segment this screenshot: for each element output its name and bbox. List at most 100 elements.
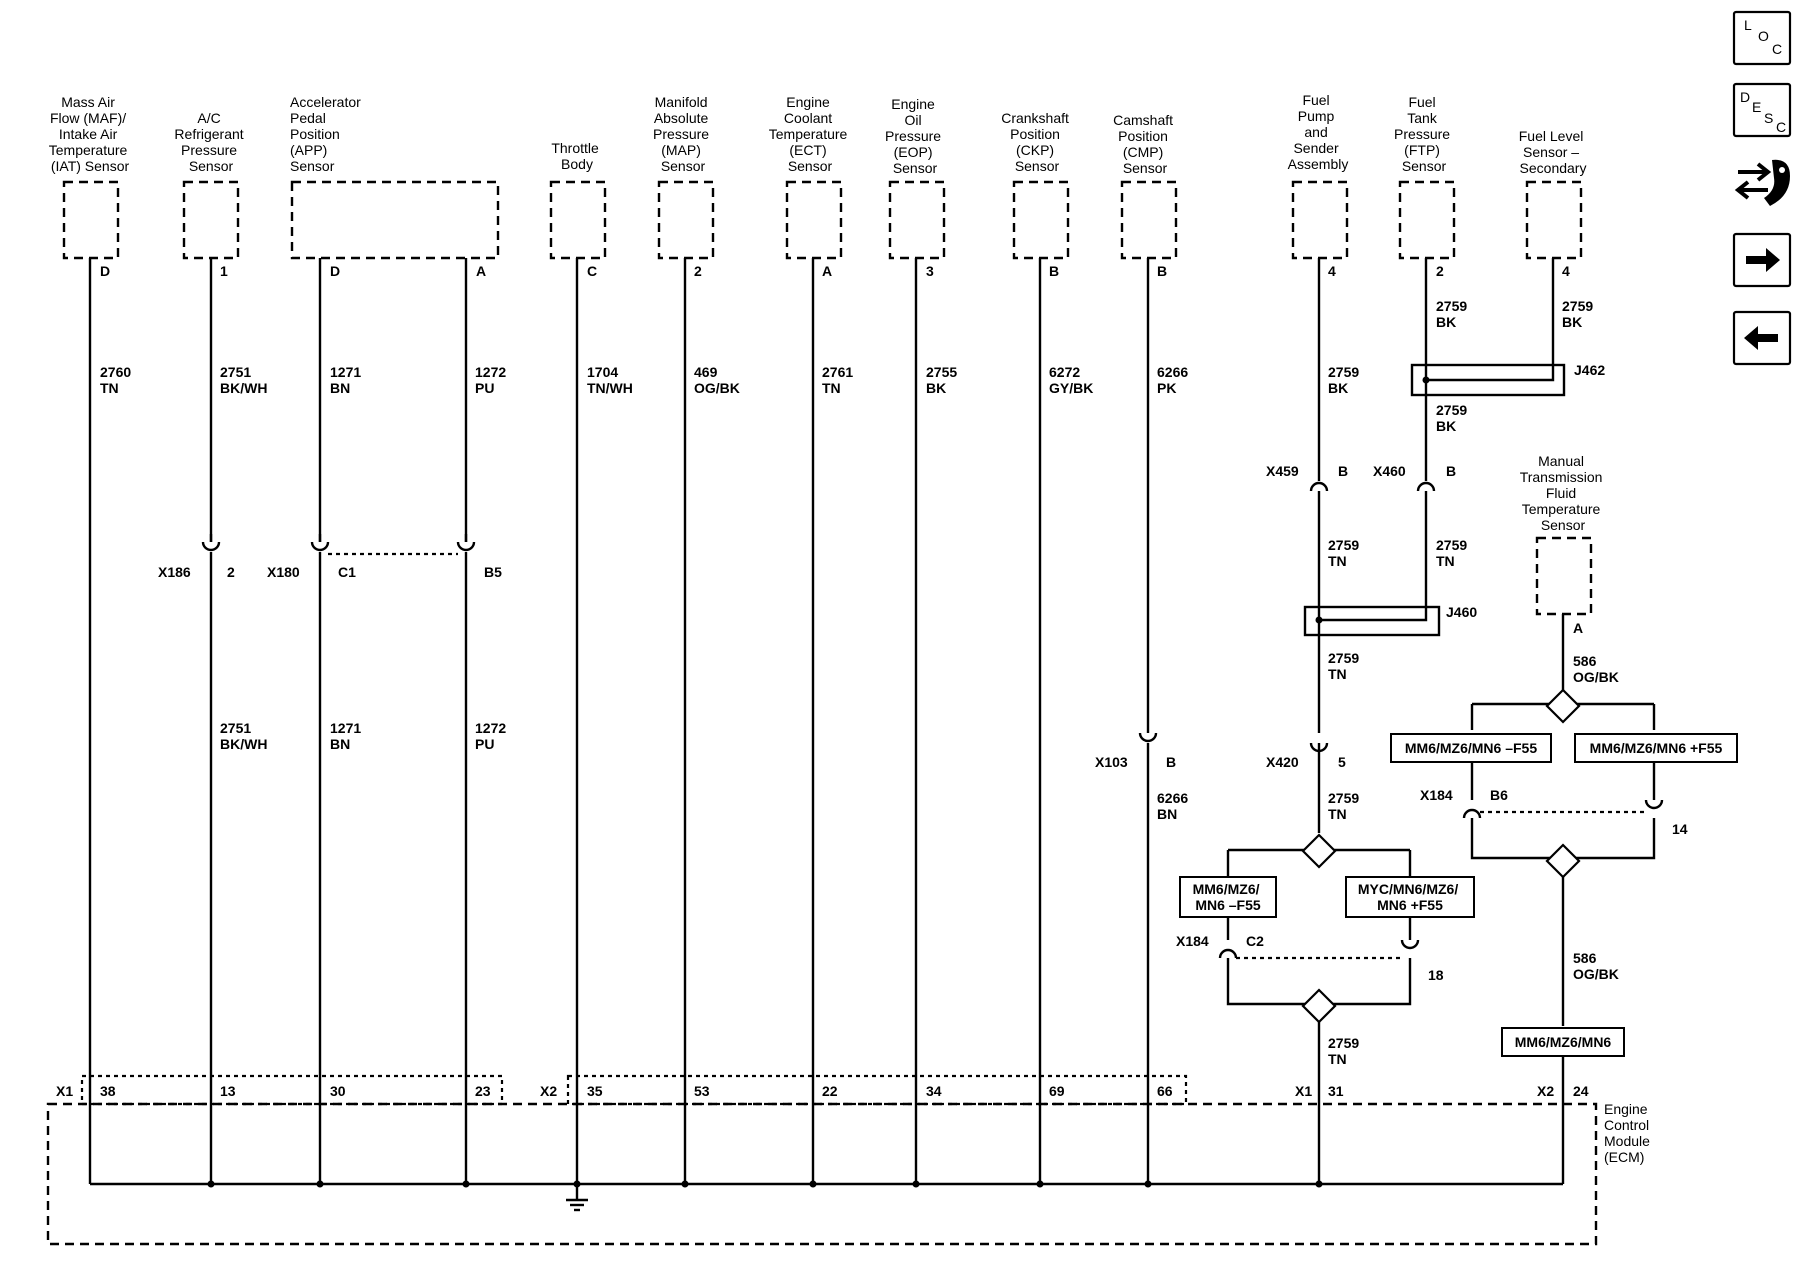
connector-x460-symbol	[1416, 481, 1436, 492]
splice-dot	[681, 1180, 689, 1188]
pin-label: 2	[1436, 263, 1444, 279]
splice-dot	[462, 1180, 470, 1188]
option-diamond	[1301, 833, 1337, 869]
pin-label: 1	[220, 263, 228, 279]
ecm-pin: 13	[220, 1083, 236, 1099]
pin-label: 2	[694, 263, 702, 279]
wire-2759	[1319, 491, 1428, 622]
ftp-sensor-title: Fuel Tank Pressure (FTP) Sensor	[1394, 94, 1454, 174]
connector-x103-symbol	[1138, 732, 1158, 743]
connector-x184-symbol	[1218, 948, 1238, 959]
connector-x180-label: X180	[267, 564, 300, 580]
desc-button[interactable]: D E S C	[1732, 82, 1792, 138]
ckp-sensor-box	[1012, 180, 1070, 260]
arrow-left-icon[interactable]	[1732, 310, 1792, 366]
cmp-sensor-title: Camshaft Position (CMP) Sensor	[1113, 112, 1177, 176]
ecm-pin: 31	[1328, 1083, 1344, 1099]
option-diamonds	[1301, 688, 1581, 1024]
pin-label: C	[587, 263, 597, 279]
map-sensor-title: Manifold Absolute Pressure (MAP) Sensor	[653, 94, 713, 174]
eop-sensor-box	[888, 180, 946, 260]
ecm-pin: 24	[1573, 1083, 1589, 1099]
connector-x180-symbol	[456, 534, 476, 552]
maf-sensor-title: Mass Air Flow (MAF)/ Intake Air Temperat…	[49, 94, 131, 174]
svg-text:C: C	[1776, 119, 1786, 135]
ecm-pin: 38	[100, 1083, 116, 1099]
connector-x420-label: X420	[1266, 754, 1299, 770]
svg-text:D: D	[1740, 89, 1750, 105]
app-sensor-title: Accelerator Pedal Position (APP) Sensor	[290, 94, 365, 174]
ac-sensor-title: A/C Refrigerant Pressure Sensor	[174, 110, 247, 174]
fuel-level-sensor-title: Fuel Level Sensor – Secondary	[1519, 128, 1587, 176]
pin-label: B	[1157, 263, 1167, 279]
ecm-connector-label: X1	[56, 1083, 73, 1099]
option-label-left-minus: MM6/MZ6/ MN6 –F55	[1193, 881, 1264, 913]
sensor-pins: D 1 D A C 2 A 3 B B 4 2 4 A	[100, 263, 1583, 636]
throttle-body-title: Throttle Body	[551, 140, 602, 172]
connector-x184-symbol	[1400, 939, 1420, 950]
connector-x186-label: X186	[158, 564, 191, 580]
mtf-temp-sensor-box	[1535, 536, 1593, 616]
ecm-pin: 66	[1157, 1083, 1173, 1099]
ecm-pin: 34	[926, 1083, 942, 1099]
svg-text:E: E	[1752, 99, 1761, 115]
splice-dots	[207, 1180, 1323, 1188]
ecm-connector-label: X2	[1537, 1083, 1554, 1099]
loc-button[interactable]: L O C	[1732, 10, 1792, 66]
svg-text:O: O	[1758, 28, 1769, 44]
pin-label: 3	[926, 263, 934, 279]
connector-pin: 14	[1672, 821, 1688, 837]
connector-x459-label: X459	[1266, 463, 1299, 479]
option-boxes: MM6/MZ6/ MN6 –F55 MYC/MN6/MZ6/ MN6 +F55 …	[1179, 733, 1738, 1057]
splice-dot	[207, 1180, 215, 1188]
connector-pin: 18	[1428, 967, 1444, 983]
connector-pin: B6	[1490, 787, 1508, 803]
pin-label: 4	[1328, 263, 1336, 279]
connector-pin: B	[1166, 754, 1176, 770]
ect-sensor-box	[785, 180, 843, 260]
ckp-sensor-title: Crankshaft Position (CKP) Sensor	[1001, 110, 1073, 174]
component-titles: Mass Air Flow (MAF)/ Intake Air Temperat…	[49, 92, 1654, 1165]
app-sensor-box	[290, 180, 500, 260]
connector-x184-symbol	[1462, 808, 1482, 819]
splice-packs	[1303, 363, 1566, 637]
fuel-level-sensor-box	[1525, 180, 1583, 260]
mtf-temp-sensor-title: Manual Transmission Fluid Temperature Se…	[1520, 453, 1607, 533]
ground-icon	[566, 1184, 588, 1212]
throttle-body-box	[549, 180, 607, 260]
splice-dot	[1315, 1180, 1323, 1188]
connector-pin: 2	[227, 564, 235, 580]
pin-label: A	[476, 263, 486, 279]
connector-wrench-icon[interactable]	[1734, 159, 1790, 206]
ecm-pin: 30	[330, 1083, 346, 1099]
connector-pin: B	[1446, 463, 1456, 479]
maf-sensor-box	[62, 180, 120, 260]
svg-text:L: L	[1744, 17, 1752, 33]
splice-dot	[1144, 1180, 1152, 1188]
ac-sensor-box	[182, 180, 240, 260]
connector-x184-symbol	[1644, 799, 1664, 810]
eop-sensor-title: Engine Oil Pressure (EOP) Sensor	[885, 96, 945, 176]
wires	[88, 258, 1656, 1186]
ecm-title: Engine Control Module (ECM)	[1604, 1101, 1654, 1165]
connector-x459-symbol	[1309, 481, 1329, 492]
connector-pin: C1	[338, 564, 356, 580]
svg-text:C: C	[1772, 41, 1782, 57]
arrow-right-icon[interactable]	[1732, 232, 1792, 288]
ecm-connector-label: X1	[1295, 1083, 1312, 1099]
ecm-connector-x1	[80, 1074, 504, 1106]
connector-symbols	[201, 481, 1664, 960]
svg-text:S: S	[1764, 110, 1773, 126]
nav-buttons: L O C D E S C	[1732, 10, 1792, 366]
